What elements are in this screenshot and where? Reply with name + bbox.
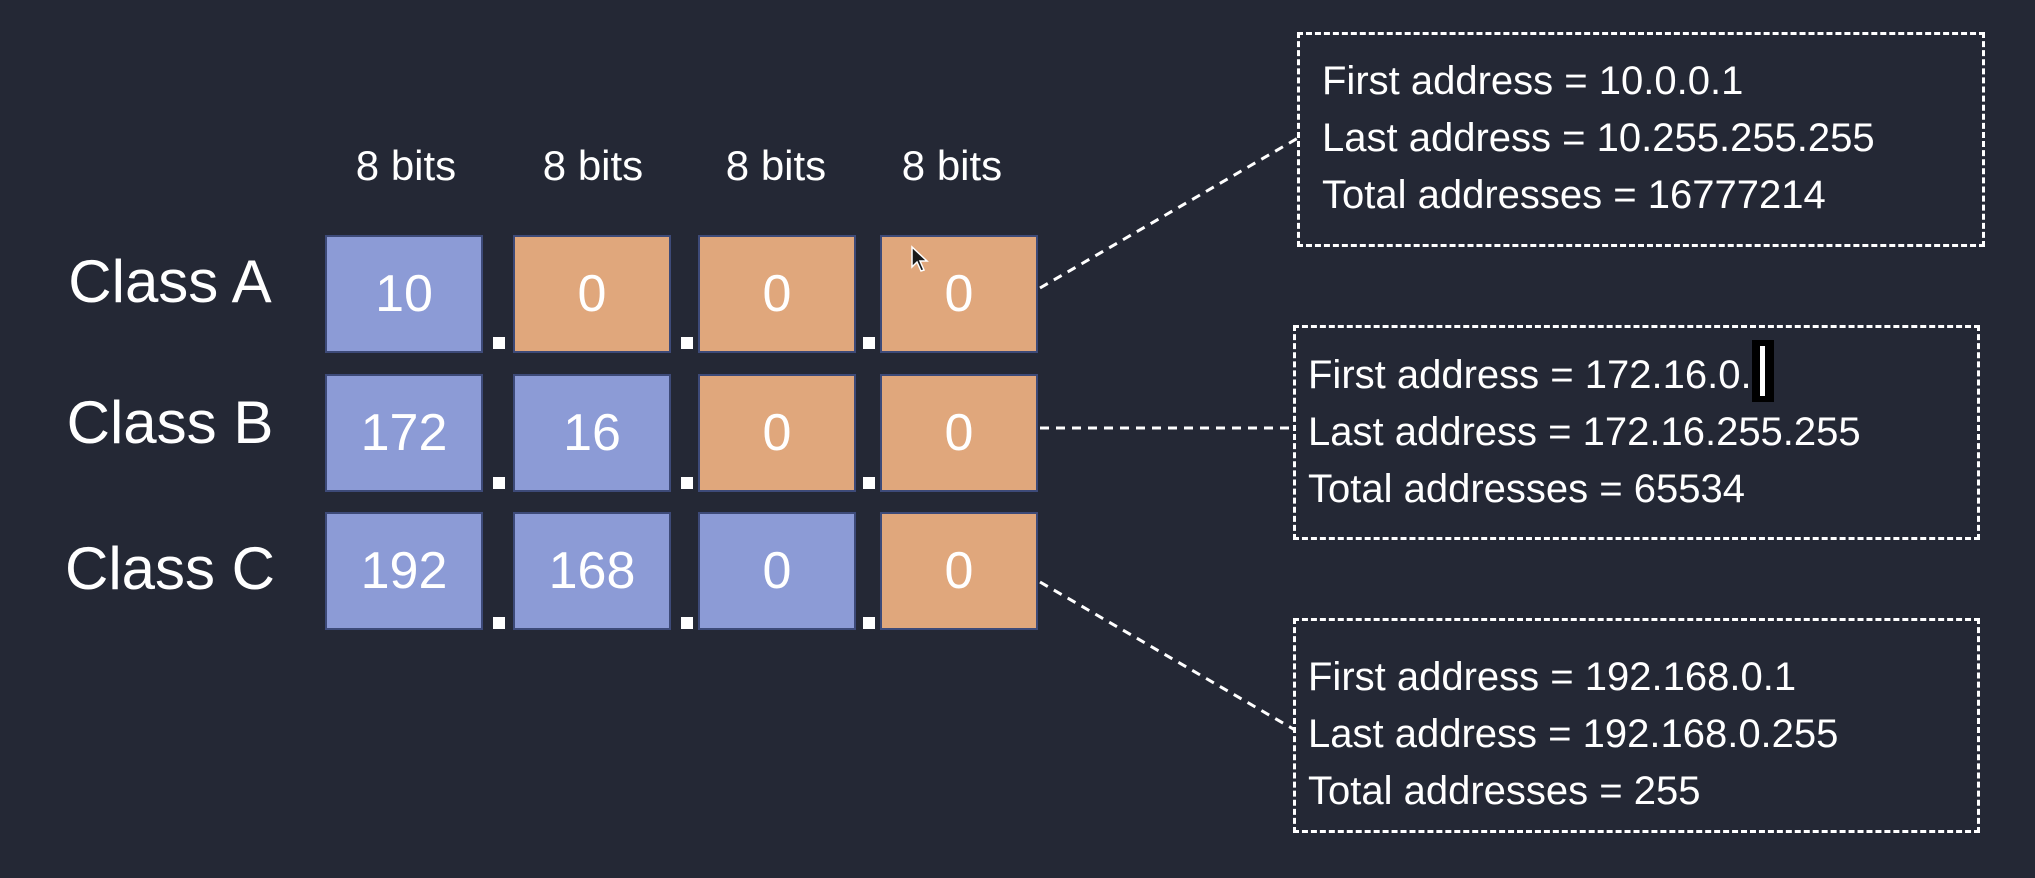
- class-a-octet-2: 0: [513, 235, 671, 353]
- octet-separator-dot: [493, 337, 505, 349]
- column-header-octet-4: 8 bits: [901, 142, 1003, 189]
- class-b-octet-2: 16: [513, 374, 671, 492]
- octet-separator-dot: [681, 477, 693, 489]
- column-header-octet-2: 8 bits: [542, 142, 644, 189]
- class-b-info-box: First address = 172.16.0. Last address =…: [1293, 325, 1980, 540]
- class-c-last-address: Last address = 192.168.0.255: [1308, 712, 1839, 756]
- class-b-first-address: First address = 172.16.0.: [1308, 353, 1752, 397]
- class-b-label: Class B: [66, 389, 274, 456]
- class-a-last-address: Last address = 10.255.255.255: [1322, 116, 1875, 160]
- octet-separator-dot: [863, 337, 875, 349]
- class-b-last-address: Last address = 172.16.255.255: [1308, 410, 1861, 454]
- mouse-pointer-icon: [911, 245, 929, 272]
- class-a-connector: [1039, 136, 1299, 290]
- class-a-octet-3: 0: [698, 235, 856, 353]
- class-a-info-box: First address = 10.0.0.1 Last address = …: [1297, 32, 1985, 247]
- class-a-octet-4: 0: [880, 235, 1038, 353]
- class-c-connector: [1039, 580, 1296, 732]
- class-a-label: Class A: [68, 248, 272, 315]
- class-c-octet-2: 168: [513, 512, 671, 630]
- text-cursor-icon: [1751, 340, 1774, 402]
- class-a-octet-1: 10: [325, 235, 483, 353]
- octet-separator-dot: [493, 477, 505, 489]
- class-b-octet-3: 0: [698, 374, 856, 492]
- class-b-octet-1: 172: [325, 374, 483, 492]
- class-c-label: Class C: [64, 535, 276, 602]
- column-header-octet-3: 8 bits: [725, 142, 827, 189]
- octet-separator-dot: [681, 337, 693, 349]
- class-c-octet-4: 0: [880, 512, 1038, 630]
- class-c-octet-1: 192: [325, 512, 483, 630]
- octet-separator-dot: [681, 617, 693, 629]
- class-b-total-addresses: Total addresses = 65534: [1308, 467, 1745, 511]
- class-c-octet-3: 0: [698, 512, 856, 630]
- class-a-first-address: First address = 10.0.0.1: [1322, 59, 1744, 103]
- class-b-octet-4: 0: [880, 374, 1038, 492]
- class-c-first-address: First address = 192.168.0.1: [1308, 655, 1797, 699]
- class-b-first-address-line: First address = 172.16.0.: [1308, 340, 1977, 404]
- octet-separator-dot: [493, 617, 505, 629]
- class-a-total-addresses: Total addresses = 16777214: [1322, 173, 1826, 217]
- octet-separator-dot: [863, 617, 875, 629]
- column-header-octet-1: 8 bits: [355, 142, 457, 189]
- class-c-total-addresses: Total addresses = 255: [1308, 769, 1701, 813]
- class-c-info-box: First address = 192.168.0.1 Last address…: [1293, 618, 1980, 833]
- octet-separator-dot: [863, 477, 875, 489]
